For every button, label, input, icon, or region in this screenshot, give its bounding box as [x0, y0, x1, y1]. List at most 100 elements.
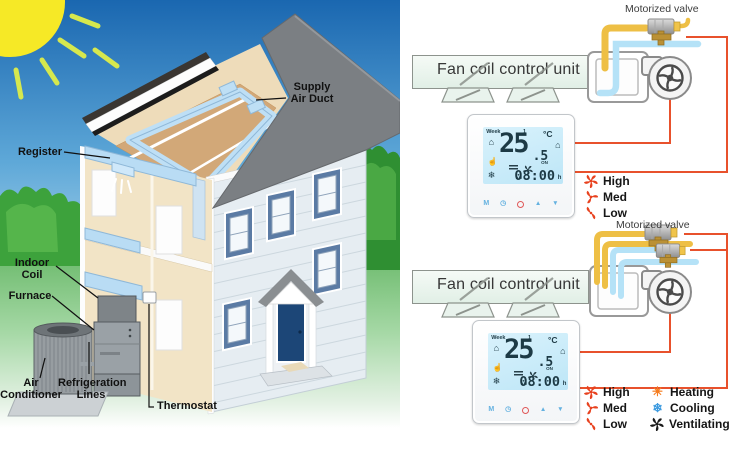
motorized-valve-label-bottom: Motorized valve [616, 219, 690, 231]
pipes [596, 17, 702, 97]
clock-button: ◷ [505, 406, 512, 413]
temperature-unit: °C [548, 335, 558, 346]
down-button: ▼ [557, 406, 564, 413]
week-label: Week [486, 128, 501, 135]
manual-mode-icon: ☝ [487, 156, 498, 166]
menu-button: M [488, 406, 495, 413]
clock-time: 08:00 [519, 374, 560, 390]
fan-low-icon [584, 206, 598, 220]
fan-coil-duct-bottom-label: Fan coil control unit [437, 276, 580, 293]
window [222, 296, 252, 352]
fan-speed-legend-top: High Med Low [584, 174, 630, 220]
house-scene [0, 0, 400, 428]
power-button [517, 200, 525, 208]
air-diffuser [441, 87, 495, 103]
ceiling-duct [84, 145, 197, 187]
motorized-valve-graphic [655, 243, 686, 268]
fan-high-icon [584, 385, 598, 399]
temperature-decimal: .5 [537, 354, 554, 370]
interior-cutaway [80, 145, 213, 412]
temperature-value: 25 [499, 128, 529, 160]
day-indicator: 1 [523, 128, 527, 135]
legend-row-low: Low [584, 206, 630, 220]
thermostat-device-bottom: Week 1 ⌂ ⌂ 25 .5 °C ☝ ❄ ON AM 08:00 h M … [472, 320, 580, 424]
air-conditioner-graphic [7, 322, 109, 417]
room-temp-icon: ⌂ [488, 137, 495, 148]
temperature-value: 25 [504, 334, 534, 366]
legend-row-med: Med [584, 401, 630, 415]
window [266, 187, 296, 243]
fan-med-icon [584, 190, 598, 204]
thermostat-buttons: M ◷ ▲ ▼ [483, 406, 569, 414]
roof-cut-edge [82, 52, 219, 136]
legend-row-low: Low [584, 417, 630, 431]
thermostat-lcd: Week 1 ⌂ ⌂ 25 .5 °C ☝ ❄ ON AM 08:00 h [483, 127, 563, 184]
am-indicator: AM [520, 381, 528, 387]
ventilating-icon [650, 417, 664, 431]
on-indicator: ON [541, 160, 548, 166]
blower-fan-graphic [640, 269, 693, 315]
leader-lines [39, 97, 287, 408]
roof [211, 13, 400, 210]
thermostat-device-top: Week 1 ⌂ ⌂ 25 .5 °C ☝ ❄ ON AM 08:00 h M … [467, 114, 575, 218]
label-thermostat: Thermostat [157, 400, 217, 412]
legend-row-heating: ☀ Heating [651, 384, 715, 400]
window [312, 166, 342, 222]
fan-low-icon [584, 417, 598, 431]
down-button: ▼ [552, 200, 559, 207]
floor-temp-icon: ⌂ [555, 139, 561, 150]
week-label: Week [491, 334, 506, 341]
cooling-icon: ❄ [652, 401, 663, 415]
legend-row-med: Med [584, 190, 630, 204]
temperature-decimal: .5 [532, 148, 549, 164]
hour-suffix: h [557, 175, 562, 182]
fan-med-icon [584, 401, 598, 415]
front-door [258, 269, 333, 387]
legend-row-cooling: ❄ Cooling [650, 401, 730, 415]
room-temp-icon: ⌂ [493, 343, 500, 354]
wires [580, 233, 728, 389]
up-button: ▲ [534, 200, 542, 207]
blower-fan-graphic [640, 55, 693, 101]
motorized-valve-label-top: Motorized valve [625, 3, 699, 15]
label-register: Register [17, 146, 62, 158]
am-indicator: AM [515, 175, 523, 181]
up-button: ▲ [539, 406, 547, 413]
air-diffuser [441, 302, 495, 318]
cooling-mode-icon: ❄ [487, 169, 496, 180]
on-indicator: ON [546, 366, 553, 372]
fan-coil-duct-bottom: Fan coil control unit [412, 270, 589, 304]
mode-legend: ☀ Heating ❄ Cooling Ventilating [650, 385, 730, 431]
indoor-coil-graphic [97, 295, 137, 323]
fan-high-icon [584, 174, 598, 188]
label-furnace: Furnace [8, 290, 52, 302]
clock-time: 08:00 [514, 168, 555, 184]
menu-bars-icon [514, 370, 524, 377]
power-button [522, 406, 530, 414]
motorized-valve-graphic [647, 18, 681, 46]
air-diffuser [506, 87, 560, 103]
temperature-unit: °C [543, 129, 553, 140]
legend-row-ventilating: Ventilating [650, 417, 730, 431]
legend-row-high: High [584, 174, 630, 188]
hour-suffix: h [562, 381, 567, 388]
fan-coil-box [587, 51, 649, 103]
thermostat-buttons: M ◷ ▲ ▼ [478, 200, 564, 208]
menu-bars-icon [509, 164, 519, 171]
thermostat-lcd: Week 1 ⌂ ⌂ 25 .5 °C ☝ ❄ ON AM 08:00 h [488, 333, 568, 390]
menu-button: M [483, 200, 490, 207]
fan-coil-duct-top-label: Fan coil control unit [437, 61, 580, 78]
fan-speed-legend-bottom: High Med Low [584, 385, 630, 431]
bush-left [0, 186, 92, 266]
wall-thermostat-graphic [142, 291, 157, 304]
floor-temp-icon: ⌂ [560, 345, 566, 356]
day-indicator: 1 [528, 334, 532, 341]
pipes [594, 231, 699, 299]
clock-button: ◷ [500, 200, 507, 207]
fan-coil-duct-top: Fan coil control unit [412, 55, 589, 89]
air-diffuser [506, 302, 560, 318]
